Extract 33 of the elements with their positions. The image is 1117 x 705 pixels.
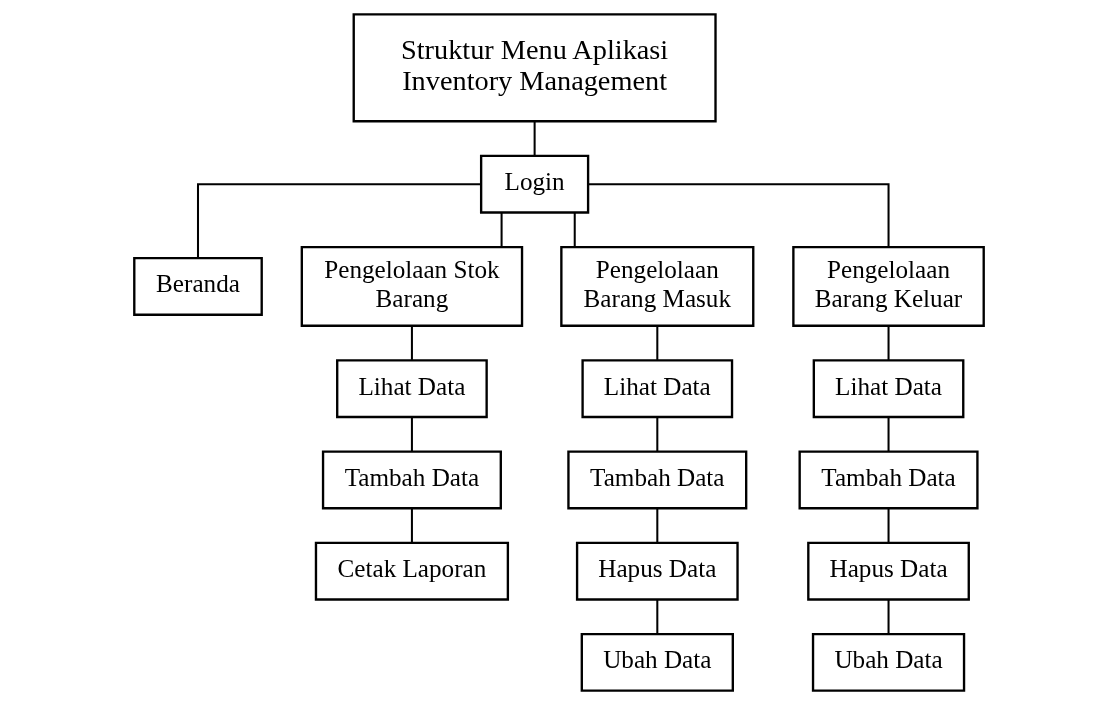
connector [887, 508, 890, 543]
connector [410, 326, 413, 360]
connector [587, 183, 890, 247]
node-box: Pengelolaan Barang Masuk [559, 245, 754, 327]
node-box: Lihat Data [335, 359, 488, 419]
connector [196, 183, 481, 258]
connector [655, 508, 658, 543]
connector [887, 599, 890, 634]
connector [655, 599, 658, 634]
node-box: Beranda [132, 256, 263, 316]
node-box: Ubah Data [811, 632, 965, 692]
node-box: Ubah Data [580, 632, 734, 692]
connector [573, 212, 576, 248]
node-box: Pengelolaan Barang Keluar [791, 245, 985, 327]
node-box: Login [479, 154, 589, 214]
connector [410, 417, 413, 452]
node-box: Tambah Data [566, 450, 747, 510]
connector [500, 212, 503, 248]
connector [655, 417, 658, 452]
node-box: Lihat Data [812, 359, 964, 419]
node-box: Lihat Data [580, 359, 733, 419]
node-box: Hapus Data [575, 541, 739, 601]
node-box: Cetak Laporan [314, 541, 509, 601]
connector [533, 121, 536, 156]
connector [887, 326, 890, 360]
node-box: Tambah Data [321, 450, 502, 510]
connector [887, 417, 890, 452]
node-box: Pengelolaan Stok Barang [300, 245, 523, 327]
connector [410, 508, 413, 543]
connector [655, 326, 658, 360]
node-box: Struktur Menu Aplikasi Inventory Management [352, 13, 717, 123]
node-box: Tambah Data [798, 450, 979, 510]
node-box: Hapus Data [806, 541, 970, 601]
